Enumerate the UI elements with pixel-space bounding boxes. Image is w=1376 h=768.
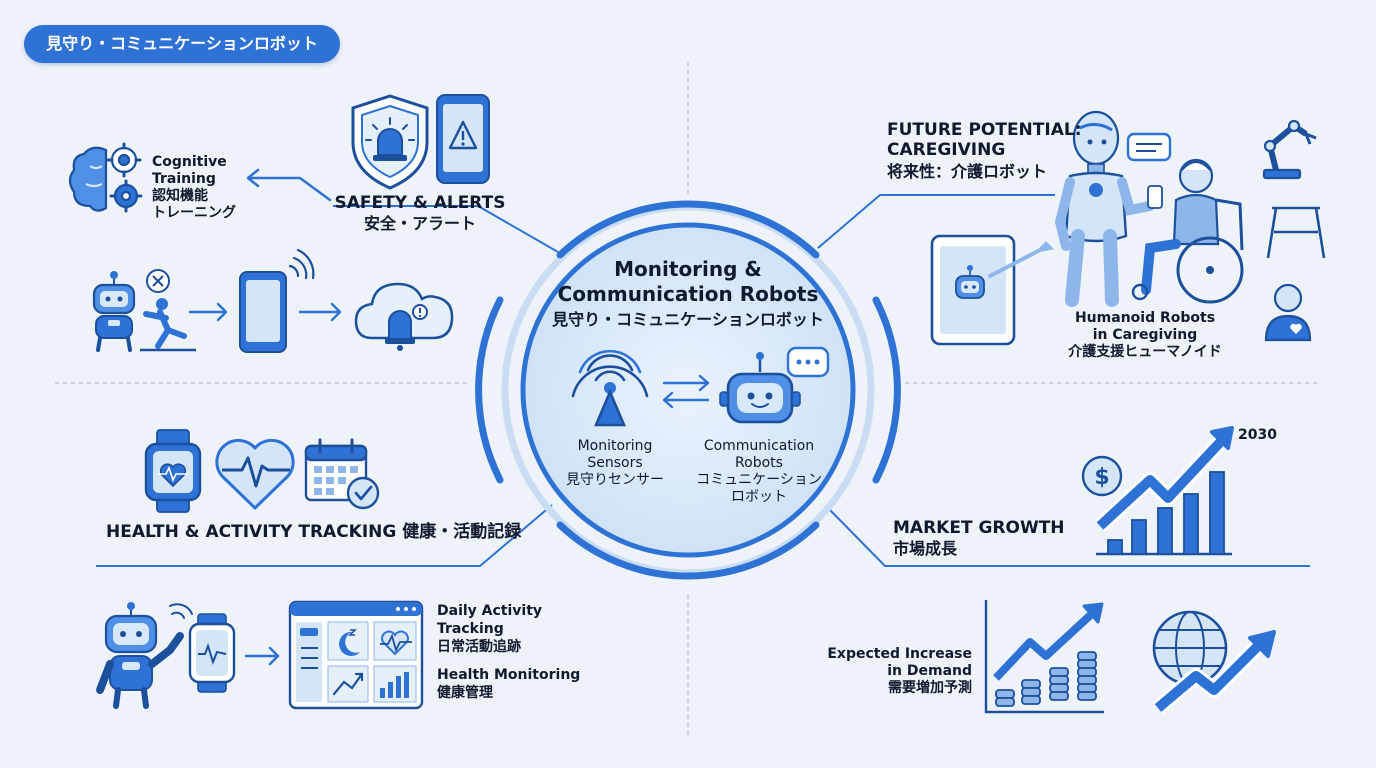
sensor-icon (571, 349, 649, 427)
brain-gears-icon (68, 142, 143, 213)
central-hub (475, 200, 901, 580)
chat-robot-icon (719, 346, 830, 424)
market-growth-chart (1094, 426, 1234, 556)
section-dividers (55, 62, 1320, 740)
arrow-to-cognitive (246, 168, 332, 202)
daily-line-1: Daily Activity (437, 603, 543, 619)
security-shield-icon (351, 94, 429, 190)
expected-line-3: 需要増加予測 (888, 680, 972, 696)
humanoid-line-3: 介護支援ヒューマノイド (1068, 344, 1222, 360)
market-year-label: 2030 (1238, 427, 1277, 443)
robotic-arm-icon (1262, 119, 1317, 180)
smartwatch-heart-icon (144, 429, 202, 513)
future-title-2: CAREGIVING (887, 140, 1006, 160)
falling-person-icon (140, 269, 196, 352)
health-title: HEALTH & ACTIVITY TRACKING 健康・活動記録 (106, 522, 522, 542)
demand-chart-icon (984, 600, 1104, 714)
calendar-check-icon (304, 438, 380, 510)
flow-arrows-fall (188, 302, 342, 322)
tablet-robot-icon (930, 234, 1055, 346)
caregiver-icon (1264, 283, 1312, 342)
svg-text:$: $ (1094, 465, 1109, 490)
fall-detection-robot-icon (92, 271, 136, 352)
mobile-phone-icon (239, 248, 315, 353)
expected-line-1: Expected Increase (827, 646, 972, 662)
cognitive-line-2: Training (152, 171, 216, 187)
expected-line-2: in Demand (887, 663, 972, 679)
dollar-coin-icon: $ (1081, 455, 1123, 497)
sensor-label-1: Monitoring (577, 438, 653, 454)
safety-title-jp: 安全・アラート (363, 214, 476, 233)
bidirectional-arrows-icon (662, 374, 710, 409)
cognitive-line-4: トレーニング (152, 205, 236, 221)
globe-growth-icon (1152, 610, 1276, 715)
monitor-line-1: Health Monitoring (437, 667, 581, 683)
cognitive-line-1: Cognitive (152, 154, 227, 170)
wrist-watch-icon (188, 613, 236, 693)
heartbeat-icon (215, 438, 295, 510)
dashboard-window-icon (288, 600, 424, 710)
header-title-pill[interactable]: 見守り・コミュニケーションロボット (24, 25, 340, 63)
robot-label-1: Communication (703, 438, 815, 454)
market-title-1: MARKET GROWTH (893, 518, 1065, 538)
daily-line-2: Tracking (437, 621, 504, 637)
humanoid-line-2: in Caregiving (1092, 327, 1198, 343)
robot-label-2: Robots (735, 455, 783, 471)
center-title-line2: Communication Robots (557, 282, 819, 306)
sensor-label-3: 見守りセンサー (566, 472, 664, 488)
center-title-line1: Monitoring & (614, 257, 762, 281)
humanoid-robot-icon (1054, 110, 1172, 307)
arrow-to-dashboard (244, 646, 280, 666)
sensor-label-2: Sensors (587, 455, 643, 471)
robot-label-4: ロボット (731, 489, 787, 505)
waving-robot-icon (96, 602, 193, 709)
monitor-line-2: 健康管理 (437, 685, 493, 701)
center-title-jp: 見守り・コミュニケーションロボット (552, 310, 824, 329)
cognitive-line-3: 認知機能 (152, 188, 208, 204)
cloud-alert-icon (354, 282, 454, 351)
safety-title-en: SAFETY & ALERTS (334, 193, 506, 213)
future-title-1: FUTURE POTENTIAL: (887, 120, 1082, 140)
robot-label-3: コミュニケーション (696, 472, 822, 488)
market-title-2: 市場成長 (893, 539, 958, 558)
daily-line-3: 日常活動追跡 (437, 639, 521, 655)
connector-lines (96, 194, 1310, 567)
future-title-3: 将来性：介護ロボット (887, 162, 1048, 181)
humanoid-line-1: Humanoid Robots (1074, 310, 1216, 326)
elderly-wheelchair-icon (1131, 158, 1244, 304)
walker-icon (1266, 206, 1326, 259)
phone-alert-icon (436, 94, 490, 184)
